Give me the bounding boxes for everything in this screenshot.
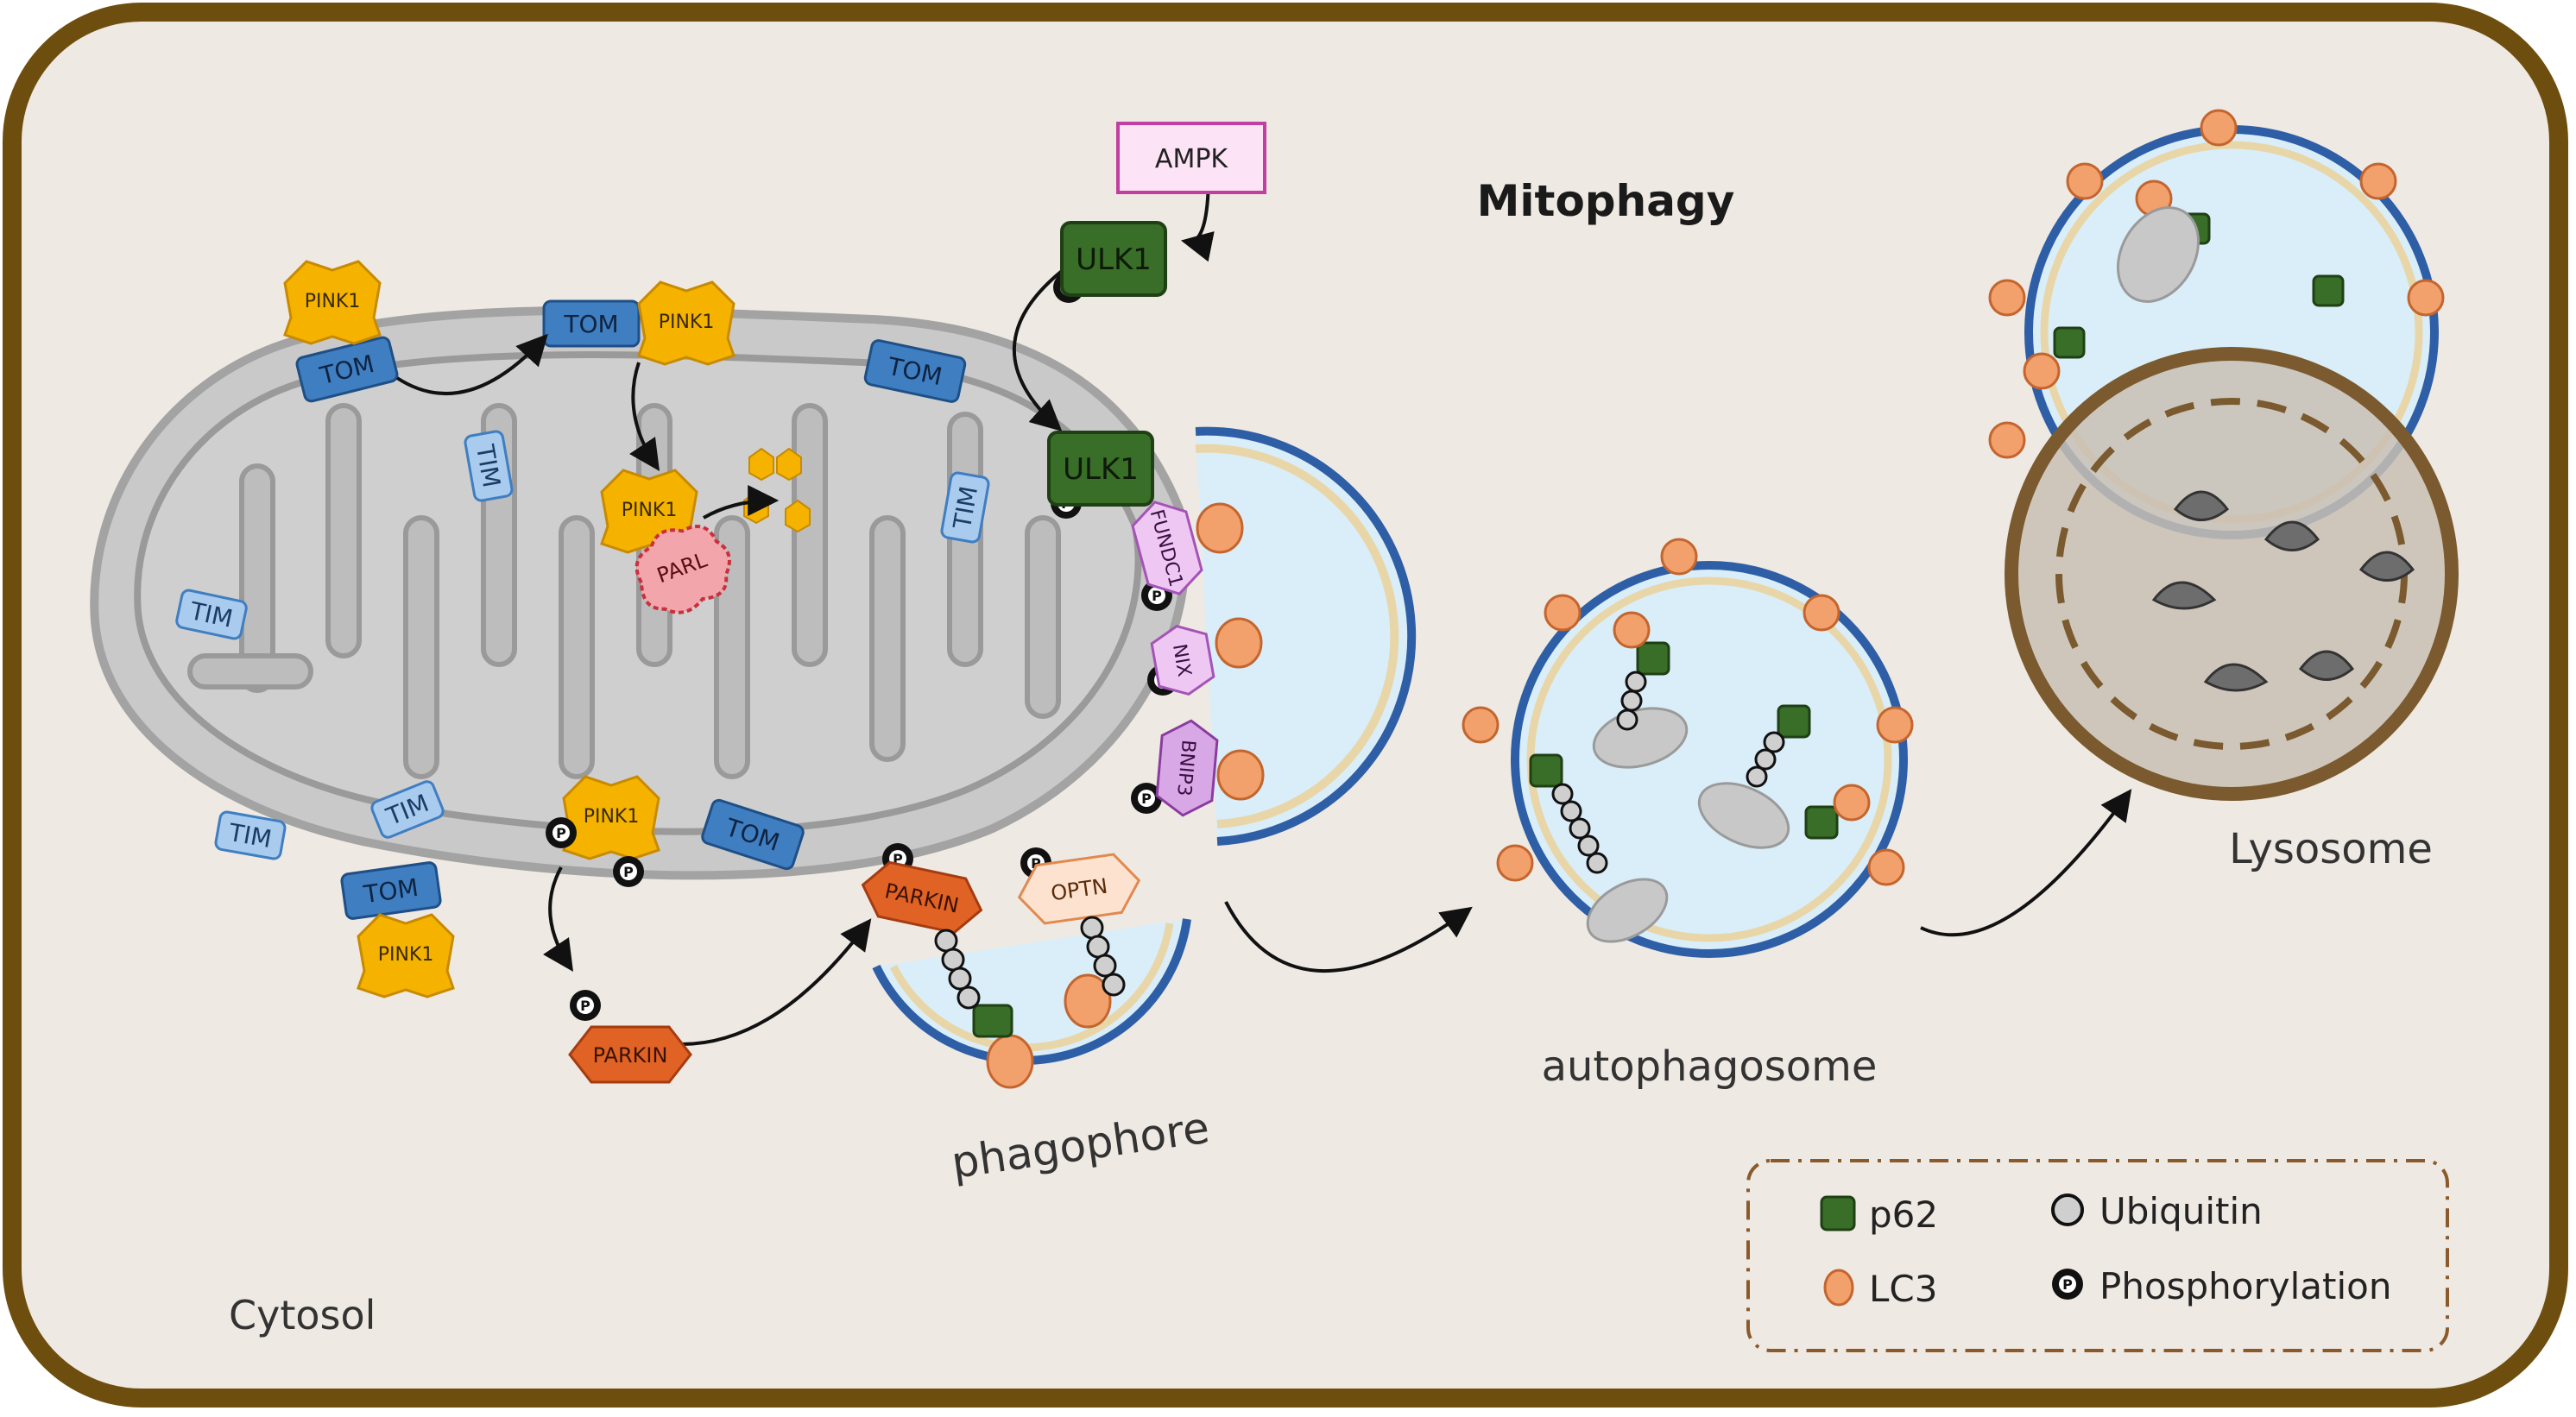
legend-phosphorylation-label: Phosphorylation (2099, 1265, 2391, 1307)
legend-phospho-swatch: P (2052, 1269, 2083, 1300)
parkin-recruited: PARKIN (861, 860, 983, 935)
svg-text:BNIP3: BNIP3 (1172, 739, 1199, 797)
tim-5: TIM (370, 780, 445, 839)
svg-text:PINK1: PINK1 (622, 500, 678, 521)
phagophore-upper (1195, 426, 1417, 846)
ulk1-membrane: ULK1 (1047, 431, 1154, 507)
legend: p62 LC3 Ubiquitin P Phosphorylation (1746, 1159, 2449, 1352)
cytosol-label: Cytosol (229, 1292, 376, 1338)
legend-ubiquitin-label: Ubiquitin (2099, 1190, 2263, 1232)
svg-text:PARKIN: PARKIN (593, 1043, 668, 1067)
tom-4: TOM (340, 861, 442, 920)
autophagosome-label: autophagosome (1542, 1042, 1878, 1091)
legend-lc3-label: LC3 (1869, 1268, 1937, 1310)
parl-protein: PARL (635, 524, 731, 614)
pink1-4: PINK1 (562, 775, 660, 860)
tom-1: TOM (295, 336, 399, 403)
ulk1-upper: ULK1 (1060, 221, 1167, 297)
mitophagy-receptors: FUNDC1 NIX BNIP3 (1131, 501, 1219, 817)
svg-text:ULK1: ULK1 (1063, 452, 1139, 487)
legend-ubiquitin-swatch (2051, 1193, 2084, 1226)
parkin-cytosolic: PARKIN (568, 1025, 692, 1084)
tim-1: TIM (175, 589, 248, 640)
tom-3: TOM (863, 339, 967, 403)
tim-2: TIM (464, 430, 514, 502)
pink1-1: PINK1 (283, 260, 382, 345)
svg-text:P: P (556, 825, 566, 841)
degraded-mitochondria (2151, 490, 2415, 692)
svg-text:P: P (623, 864, 634, 880)
tom-2: TOM (542, 299, 641, 348)
svg-text:AMPK: AMPK (1155, 144, 1228, 174)
ampk-kinase: AMPK (1116, 122, 1266, 194)
nix-receptor: NIX (1150, 624, 1215, 696)
tom-proteins: TOM TOM TOM TOM TOM (295, 299, 967, 920)
tim-3: TIM (940, 471, 990, 544)
svg-text:P: P (580, 998, 590, 1014)
tim-proteins: TIM TIM TIM TIM TIM (175, 430, 990, 860)
phagophore-lower (872, 916, 1191, 1089)
pink1-5: PINK1 (357, 913, 455, 998)
svg-text:ULK1: ULK1 (1076, 242, 1152, 277)
svg-text:TOM: TOM (563, 310, 618, 338)
lc3-upper-phagophore (1196, 502, 1265, 801)
svg-text:P: P (1141, 790, 1152, 807)
optn-receptor: OPTN (1017, 853, 1141, 925)
svg-text:P: P (2062, 1276, 2073, 1293)
lc3-autophagosome (1462, 538, 1914, 886)
legend-p62-label: p62 (1869, 1193, 1938, 1236)
lysosome (2005, 347, 2459, 801)
diagram-title: Mitophagy (1477, 176, 1735, 226)
svg-text:PINK1: PINK1 (659, 312, 715, 333)
tom-5: TOM (701, 798, 805, 871)
legend-lc3-swatch (1823, 1269, 1854, 1307)
autophagosome (1462, 538, 1914, 958)
legend-p62-swatch (1820, 1195, 1856, 1231)
svg-text:PINK1: PINK1 (305, 291, 361, 312)
tim-4: TIM (214, 810, 287, 860)
autolysosome (1988, 109, 2459, 801)
svg-text:PINK1: PINK1 (584, 806, 640, 828)
lysosome-label: Lysosome (2229, 825, 2433, 873)
bnip3-receptor: BNIP3 (1155, 719, 1219, 817)
mitochondrion (90, 305, 1190, 880)
svg-text:P: P (1152, 588, 1162, 604)
pink1-2: PINK1 (637, 280, 736, 366)
svg-text:PINK1: PINK1 (378, 944, 434, 966)
fundc1-receptor: FUNDC1 (1131, 501, 1203, 595)
engulfed-mitochondria (1586, 707, 1790, 943)
